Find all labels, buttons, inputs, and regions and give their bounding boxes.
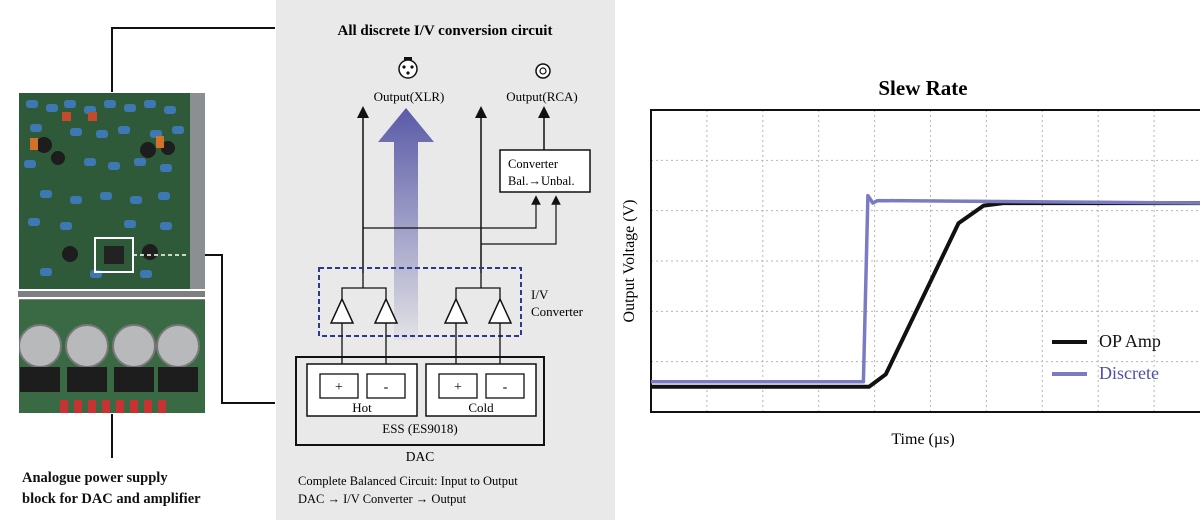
grid-lines: [651, 110, 1200, 412]
rca-connector-icon: [535, 63, 551, 79]
footer-line-2: DAC → I/V Converter → Output: [298, 492, 467, 506]
y-axis-label: Output Voltage (V): [621, 200, 638, 323]
converter-feed-hot: [363, 195, 541, 229]
cold-minus-label: -: [503, 380, 508, 395]
chart-title: Slew Rate: [878, 76, 967, 100]
x-axis-label: Time (µs): [891, 431, 954, 448]
xlr-connector-icon: [398, 57, 418, 79]
diagram-title: All discrete I/V conversion circuit: [338, 23, 553, 39]
legend-label: Discrete: [1099, 363, 1159, 383]
dac-box: [295, 356, 545, 446]
hot-label: Hot: [352, 400, 372, 415]
power-caption-line-2: block for DAC and amplifier: [22, 491, 201, 507]
dac-label: DAC: [406, 449, 435, 464]
series-line-op-amp: [651, 201, 1200, 389]
plot-frame: [650, 109, 1200, 413]
signal-flow-arrow: [378, 108, 434, 340]
converter-label-2: Bal.→Unbal.: [508, 174, 575, 188]
dac-chip: [104, 246, 124, 264]
slew-rate-chart-panel: Slew Rate Time (µs) Output Voltage (V) O…: [615, 0, 1200, 525]
board-divider: [18, 290, 205, 300]
iv-converter-label-1: I/V: [531, 287, 549, 302]
converter-box: [499, 149, 591, 193]
electrolytic-capacitors: [30, 112, 175, 262]
callout-line-dac: [205, 254, 296, 404]
footer-line-1: Complete Balanced Circuit: Input to Outp…: [298, 474, 518, 488]
iv-amplifiers: [329, 297, 513, 324]
cold-label: Cold: [468, 400, 494, 415]
converter-feed-cold: [481, 195, 561, 245]
chip-label: ESS (ES9018): [382, 421, 457, 436]
cold-plus-label: +: [454, 380, 462, 395]
output-rca-label: Output(RCA): [506, 89, 578, 104]
cold-minus-terminal: [485, 373, 525, 399]
terminal-block: [60, 400, 166, 414]
circuit-diagram-panel: All discrete I/V conversion circuit Outp…: [276, 0, 615, 520]
cold-plus-terminal: [438, 373, 478, 399]
series-layer: [651, 193, 1200, 389]
pcb-photo-panel: Analogue power supply block for DAC and …: [0, 0, 296, 525]
power-capacitors: [18, 324, 200, 392]
slew-rate-chart: Slew Rate Time (µs) Output Voltage (V) O…: [621, 76, 1200, 448]
iv-converter-label-2: Converter: [531, 304, 584, 319]
circuit-diagram: All discrete I/V conversion circuit Outp…: [295, 23, 591, 506]
iv-converter-region: [318, 267, 522, 337]
hot-plus-terminal: [319, 373, 359, 399]
hot-minus-label: -: [384, 380, 389, 395]
series-line-discrete: [651, 193, 1200, 384]
iv-wiring: [341, 273, 501, 374]
output-xlr-label: Output(XLR): [374, 89, 445, 104]
chassis-edge: [190, 92, 205, 294]
power-caption-line-1: Analogue power supply: [22, 470, 168, 486]
hot-minus-terminal: [366, 373, 406, 399]
converter-label-1: Converter: [508, 157, 559, 171]
pcb-photo: [17, 27, 296, 458]
legend-label: OP Amp: [1099, 331, 1161, 351]
hot-plus-label: +: [335, 380, 343, 395]
callout-line-top: [111, 27, 277, 92]
